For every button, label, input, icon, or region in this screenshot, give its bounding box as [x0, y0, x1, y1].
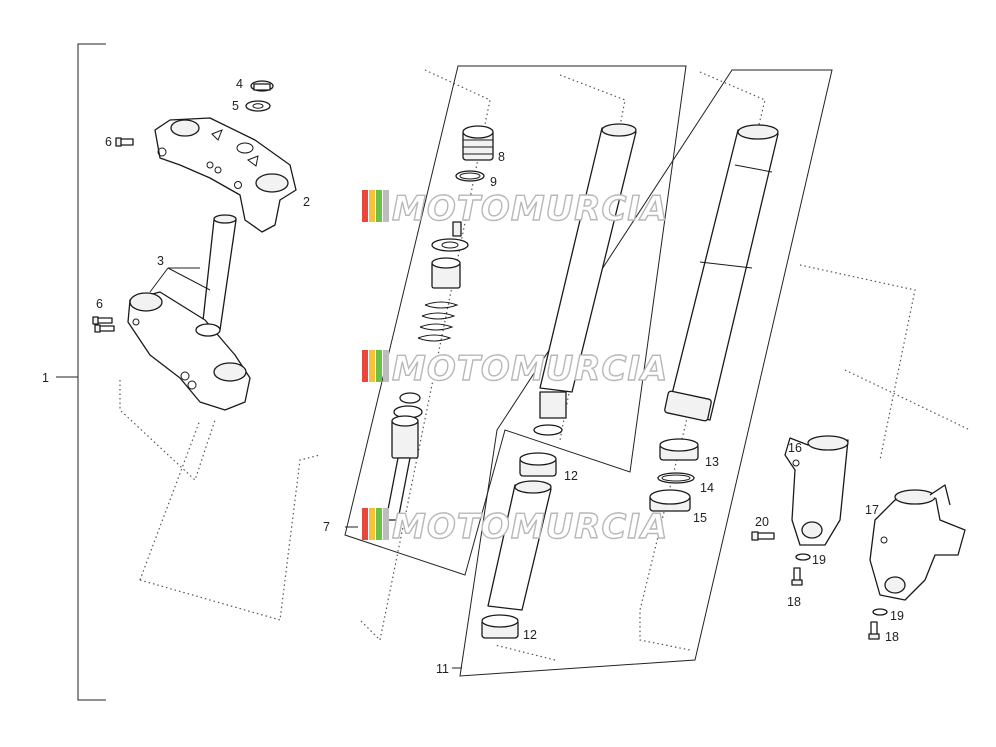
bolt-18-a — [791, 567, 803, 586]
nut-4 — [250, 80, 274, 92]
callout-16: 16 — [788, 441, 802, 455]
callout-13: 13 — [705, 455, 719, 469]
group-1-bracket — [56, 43, 106, 701]
dust-seal-15 — [649, 489, 691, 512]
callout-19-b: 19 — [890, 609, 904, 623]
lower-triple-clamp-stem — [127, 214, 251, 411]
bolt-20 — [751, 531, 775, 541]
bolt-6-upper — [115, 137, 134, 147]
assembly-dotted-lines — [119, 69, 971, 661]
callout-5: 5 — [232, 99, 239, 113]
washer-19-b — [872, 608, 888, 616]
watermark-text-middle: MOTOMURCIA — [392, 349, 668, 389]
outer-tube — [664, 124, 779, 422]
o-ring-9 — [455, 170, 485, 182]
callout-6-lower: 6 — [96, 297, 103, 311]
callout-11: 11 — [436, 662, 449, 676]
callout-1: 1 — [42, 371, 49, 385]
callout-7: 7 — [323, 520, 330, 534]
bushing-12-bottom — [481, 614, 519, 639]
callout-12-top: 12 — [564, 469, 578, 483]
callout-9: 9 — [490, 175, 497, 189]
clip-14 — [657, 472, 695, 484]
bolt-18-b — [868, 621, 880, 640]
watermark-bottom: MOTOMURCIA — [362, 506, 668, 548]
callout-18-b: 18 — [885, 630, 899, 644]
slider-tube — [487, 480, 552, 611]
callout-19-a: 19 — [812, 553, 826, 567]
damper-internals — [385, 221, 469, 521]
group-7-frame — [344, 65, 687, 576]
watermark-middle: MOTOMURCIA — [362, 348, 668, 390]
upper-triple-clamp — [154, 117, 297, 233]
washer-19-a — [795, 553, 811, 561]
callouts: 1 2 3 4 5 6 6 7 8 9 11 12 12 13 14 15 16… — [42, 77, 904, 676]
callout-8: 8 — [498, 150, 505, 164]
fork-leg-17 — [869, 484, 966, 601]
watermark-top: MOTOMURCIA — [362, 188, 668, 230]
callout-17: 17 — [865, 503, 879, 517]
watermark-text-bottom: MOTOMURCIA — [392, 507, 668, 547]
bushing-12-top — [519, 452, 557, 477]
bolt-6-lower — [92, 316, 115, 333]
callout-14: 14 — [700, 481, 714, 495]
seal-13 — [659, 438, 699, 461]
callout-12-bottom: 12 — [523, 628, 537, 642]
washer-5 — [245, 100, 271, 112]
callout-4: 4 — [236, 77, 243, 91]
callout-20: 20 — [755, 515, 769, 529]
inner-tube — [533, 123, 637, 436]
callout-18-a: 18 — [787, 595, 801, 609]
group-11-frame — [452, 69, 833, 677]
watermark-text-top: MOTOMURCIA — [392, 189, 668, 229]
callout-2: 2 — [303, 195, 310, 209]
leader-lines — [149, 267, 211, 293]
fork-cap-8 — [462, 125, 494, 161]
fork-leg-16 — [784, 435, 849, 546]
callout-6-upper: 6 — [105, 135, 112, 149]
callout-15: 15 — [693, 511, 707, 525]
callout-3: 3 — [157, 254, 164, 268]
